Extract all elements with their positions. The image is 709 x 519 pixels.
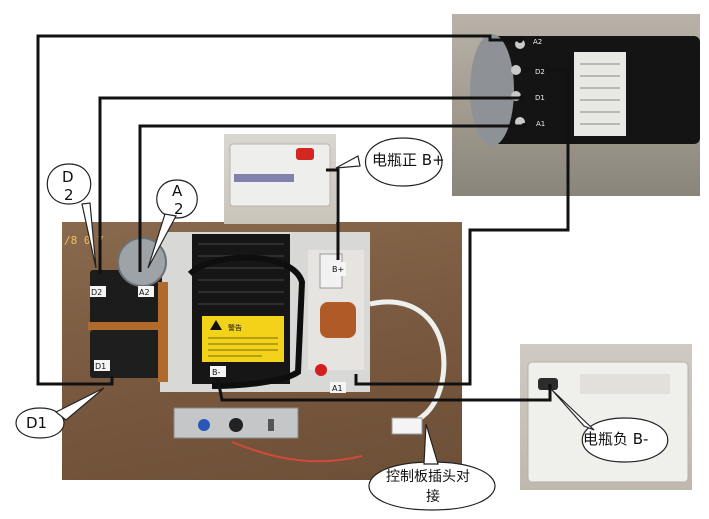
terminal-motor-d1: D1	[535, 94, 545, 102]
red-terminal-cap	[315, 364, 327, 376]
wire-motor-a1-to-board-a2	[138, 124, 524, 272]
terminal-contactor-b-plus: B+	[332, 265, 344, 274]
battery-label-strip	[580, 374, 670, 394]
callout-d2-line2: 2	[64, 186, 74, 204]
callout-a2-line2: 2	[174, 200, 184, 218]
wire-motor-a2-to-board-d1	[36, 34, 520, 386]
callout-control-plug-bubble	[368, 461, 496, 511]
terminal-tag	[90, 286, 106, 297]
callout-battery-negative-label: 电瓶负 B-	[583, 430, 649, 448]
wire-motor-d1-to-board-d2	[98, 96, 522, 274]
knob-icon	[229, 418, 243, 432]
wire-endpoint	[523, 67, 529, 73]
key-switch-icon	[198, 419, 210, 431]
toggle-switch-icon	[268, 419, 274, 431]
wire-endpoint	[519, 95, 525, 101]
motor-photo	[452, 14, 700, 196]
panel-wires	[231, 441, 363, 463]
callout-d2-bubble	[46, 163, 92, 205]
positive-terminal-cap	[296, 148, 314, 160]
callout-a2-pointer	[147, 213, 177, 269]
terminal-board-d2: D2	[91, 288, 102, 297]
battery-brand-strip	[234, 174, 294, 182]
callout-control-plug-pointer	[423, 423, 439, 465]
callout-battery-positive-pointer	[335, 155, 361, 169]
motor-nameplate	[574, 52, 626, 136]
callout-battery-positive-label: 电瓶正 B+	[372, 151, 445, 169]
callout-d1-pointer	[54, 387, 105, 421]
motor-end-cap	[470, 34, 514, 146]
copper-bar	[88, 322, 164, 330]
terminal-motor-a1: A1	[536, 120, 545, 128]
callout-a2-line1: A	[172, 182, 183, 200]
motor-drawing	[470, 34, 700, 146]
callout-a2-bubble	[156, 179, 198, 219]
copper-bar-vertical	[158, 282, 168, 382]
negative-terminal-cap	[538, 378, 558, 390]
plug-connector	[391, 417, 423, 435]
callout-d2-pointer	[81, 202, 97, 269]
terminal-tag	[94, 360, 110, 371]
terminal-board-a1: A1	[332, 384, 343, 393]
terminal-board-a2: A2	[139, 288, 150, 297]
terminal-tag	[330, 382, 346, 393]
wire-b-minus-to-battery-negative	[216, 379, 552, 402]
warning-title: 警告	[228, 323, 242, 332]
controller-board-photo: 警告 /8 0.7	[62, 222, 462, 480]
main-contactor	[320, 302, 356, 338]
wire-battery-positive-to-contactor	[326, 168, 340, 260]
warning-triangle-icon	[210, 320, 222, 330]
terminal-motor-a2: A2	[533, 38, 542, 46]
terminal-tag	[138, 286, 154, 297]
terminal-post	[511, 65, 521, 75]
battery-positive-photo	[224, 134, 336, 224]
callout-d2-line1: D	[62, 168, 74, 186]
callout-d1-label: D1	[26, 414, 48, 432]
terminal-motor-d2: D2	[535, 68, 545, 76]
terminal-board-d1: D1	[95, 362, 106, 371]
wire-endpoint	[521, 123, 527, 129]
terminal-tag	[210, 366, 226, 377]
battery-positive-drawing	[229, 143, 331, 207]
wire-endpoint	[517, 37, 523, 43]
wire-motor-d2-to-board-a1	[354, 68, 570, 386]
terminal-tag	[330, 262, 346, 276]
callout-control-plug-line2: 接	[426, 489, 440, 505]
callout-battery-negative-pointer	[551, 389, 595, 431]
callout-control-plug-line1: 控制板插头对	[386, 469, 470, 485]
callout-battery-positive-bubble	[365, 137, 443, 187]
terminal-board-b-minus: B-	[212, 368, 220, 377]
control-cable	[187, 254, 306, 389]
